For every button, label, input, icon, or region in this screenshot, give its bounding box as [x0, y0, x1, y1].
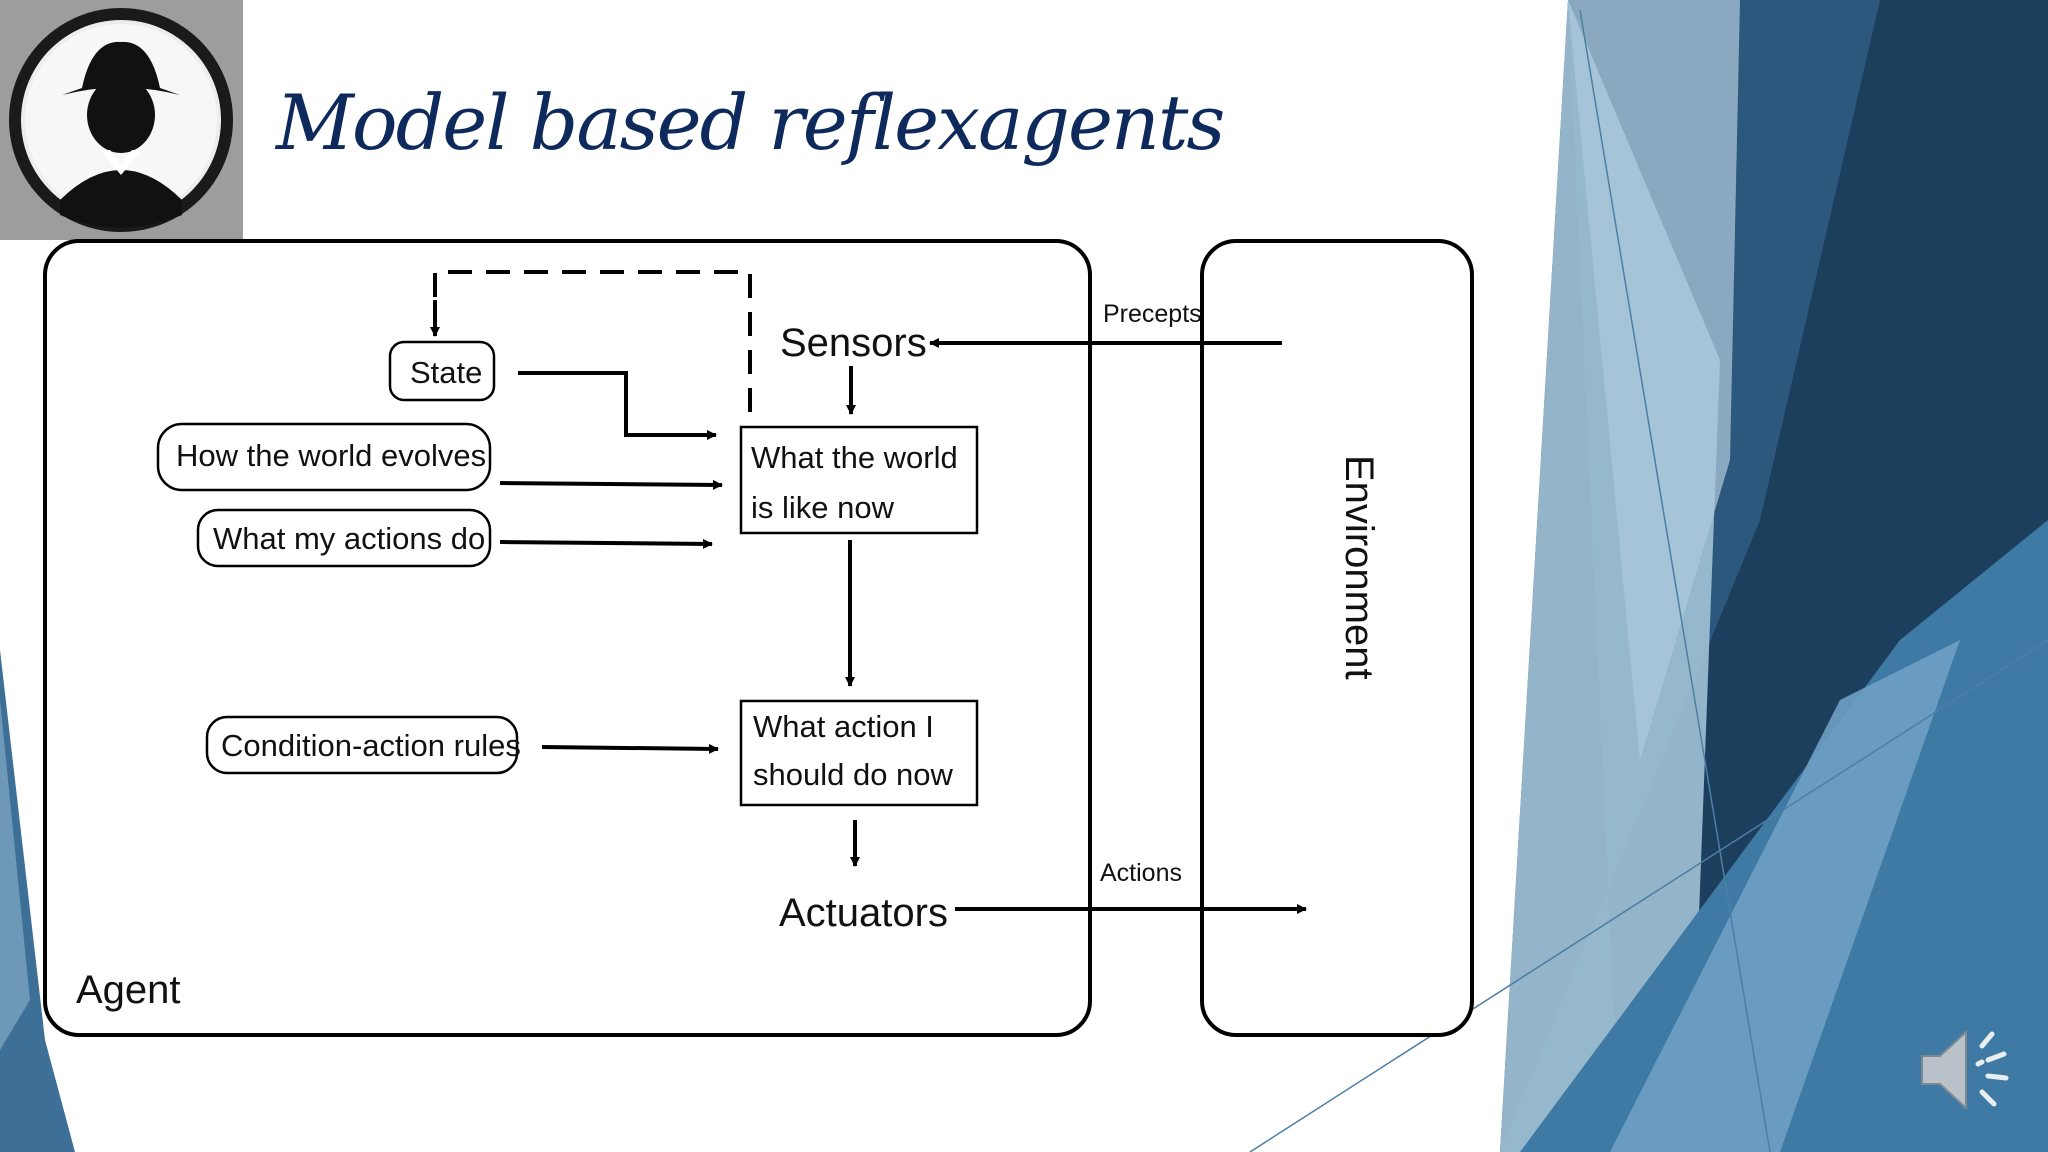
facet-left-light [0, 700, 30, 1050]
state-label: State [410, 355, 482, 390]
spy-agent-icon [9, 8, 233, 232]
world-now-line-2: is like now [751, 490, 895, 525]
world-evolves-label: How the world evolves [176, 438, 486, 473]
my-actions-box [196, 508, 492, 568]
thin-line-b [1249, 639, 2048, 1152]
environment-label: Environment [1337, 455, 1381, 680]
facet-right-pale [1500, 0, 1720, 1152]
actions-label: Actions [1100, 859, 1182, 887]
actuators-label: Actuators [779, 891, 948, 935]
world-now-line-1: What the world [751, 440, 958, 475]
action-now-line-2: should do now [753, 757, 954, 792]
rules-arrow [541, 743, 719, 754]
precepts-label: Precepts [1103, 300, 1202, 328]
action-now-line-1: What action I [753, 709, 934, 744]
facet-lower-light [1610, 640, 1960, 1152]
state-to-world-arrow [518, 371, 717, 440]
rules-box [205, 715, 519, 775]
sensors-label: Sensors [780, 321, 927, 365]
action-now-box [739, 699, 979, 807]
agent-label: Agent [76, 968, 181, 1012]
environment-box [1200, 239, 1474, 1037]
slide-title: Model based reflexagents [276, 78, 1225, 167]
speaker-icon[interactable] [1916, 1024, 2020, 1116]
world-evolves-arrow [499, 479, 723, 490]
world-now-box [739, 425, 979, 535]
my-actions-arrow [499, 538, 713, 549]
world-evolves-box [156, 422, 492, 492]
rules-label: Condition-action rules [221, 728, 521, 763]
my-actions-label: What my actions do [213, 521, 485, 556]
facet-left-blue [0, 650, 75, 1152]
thin-line-a [1579, 9, 1771, 1152]
agent-logo [0, 0, 243, 240]
state-box [388, 340, 496, 402]
